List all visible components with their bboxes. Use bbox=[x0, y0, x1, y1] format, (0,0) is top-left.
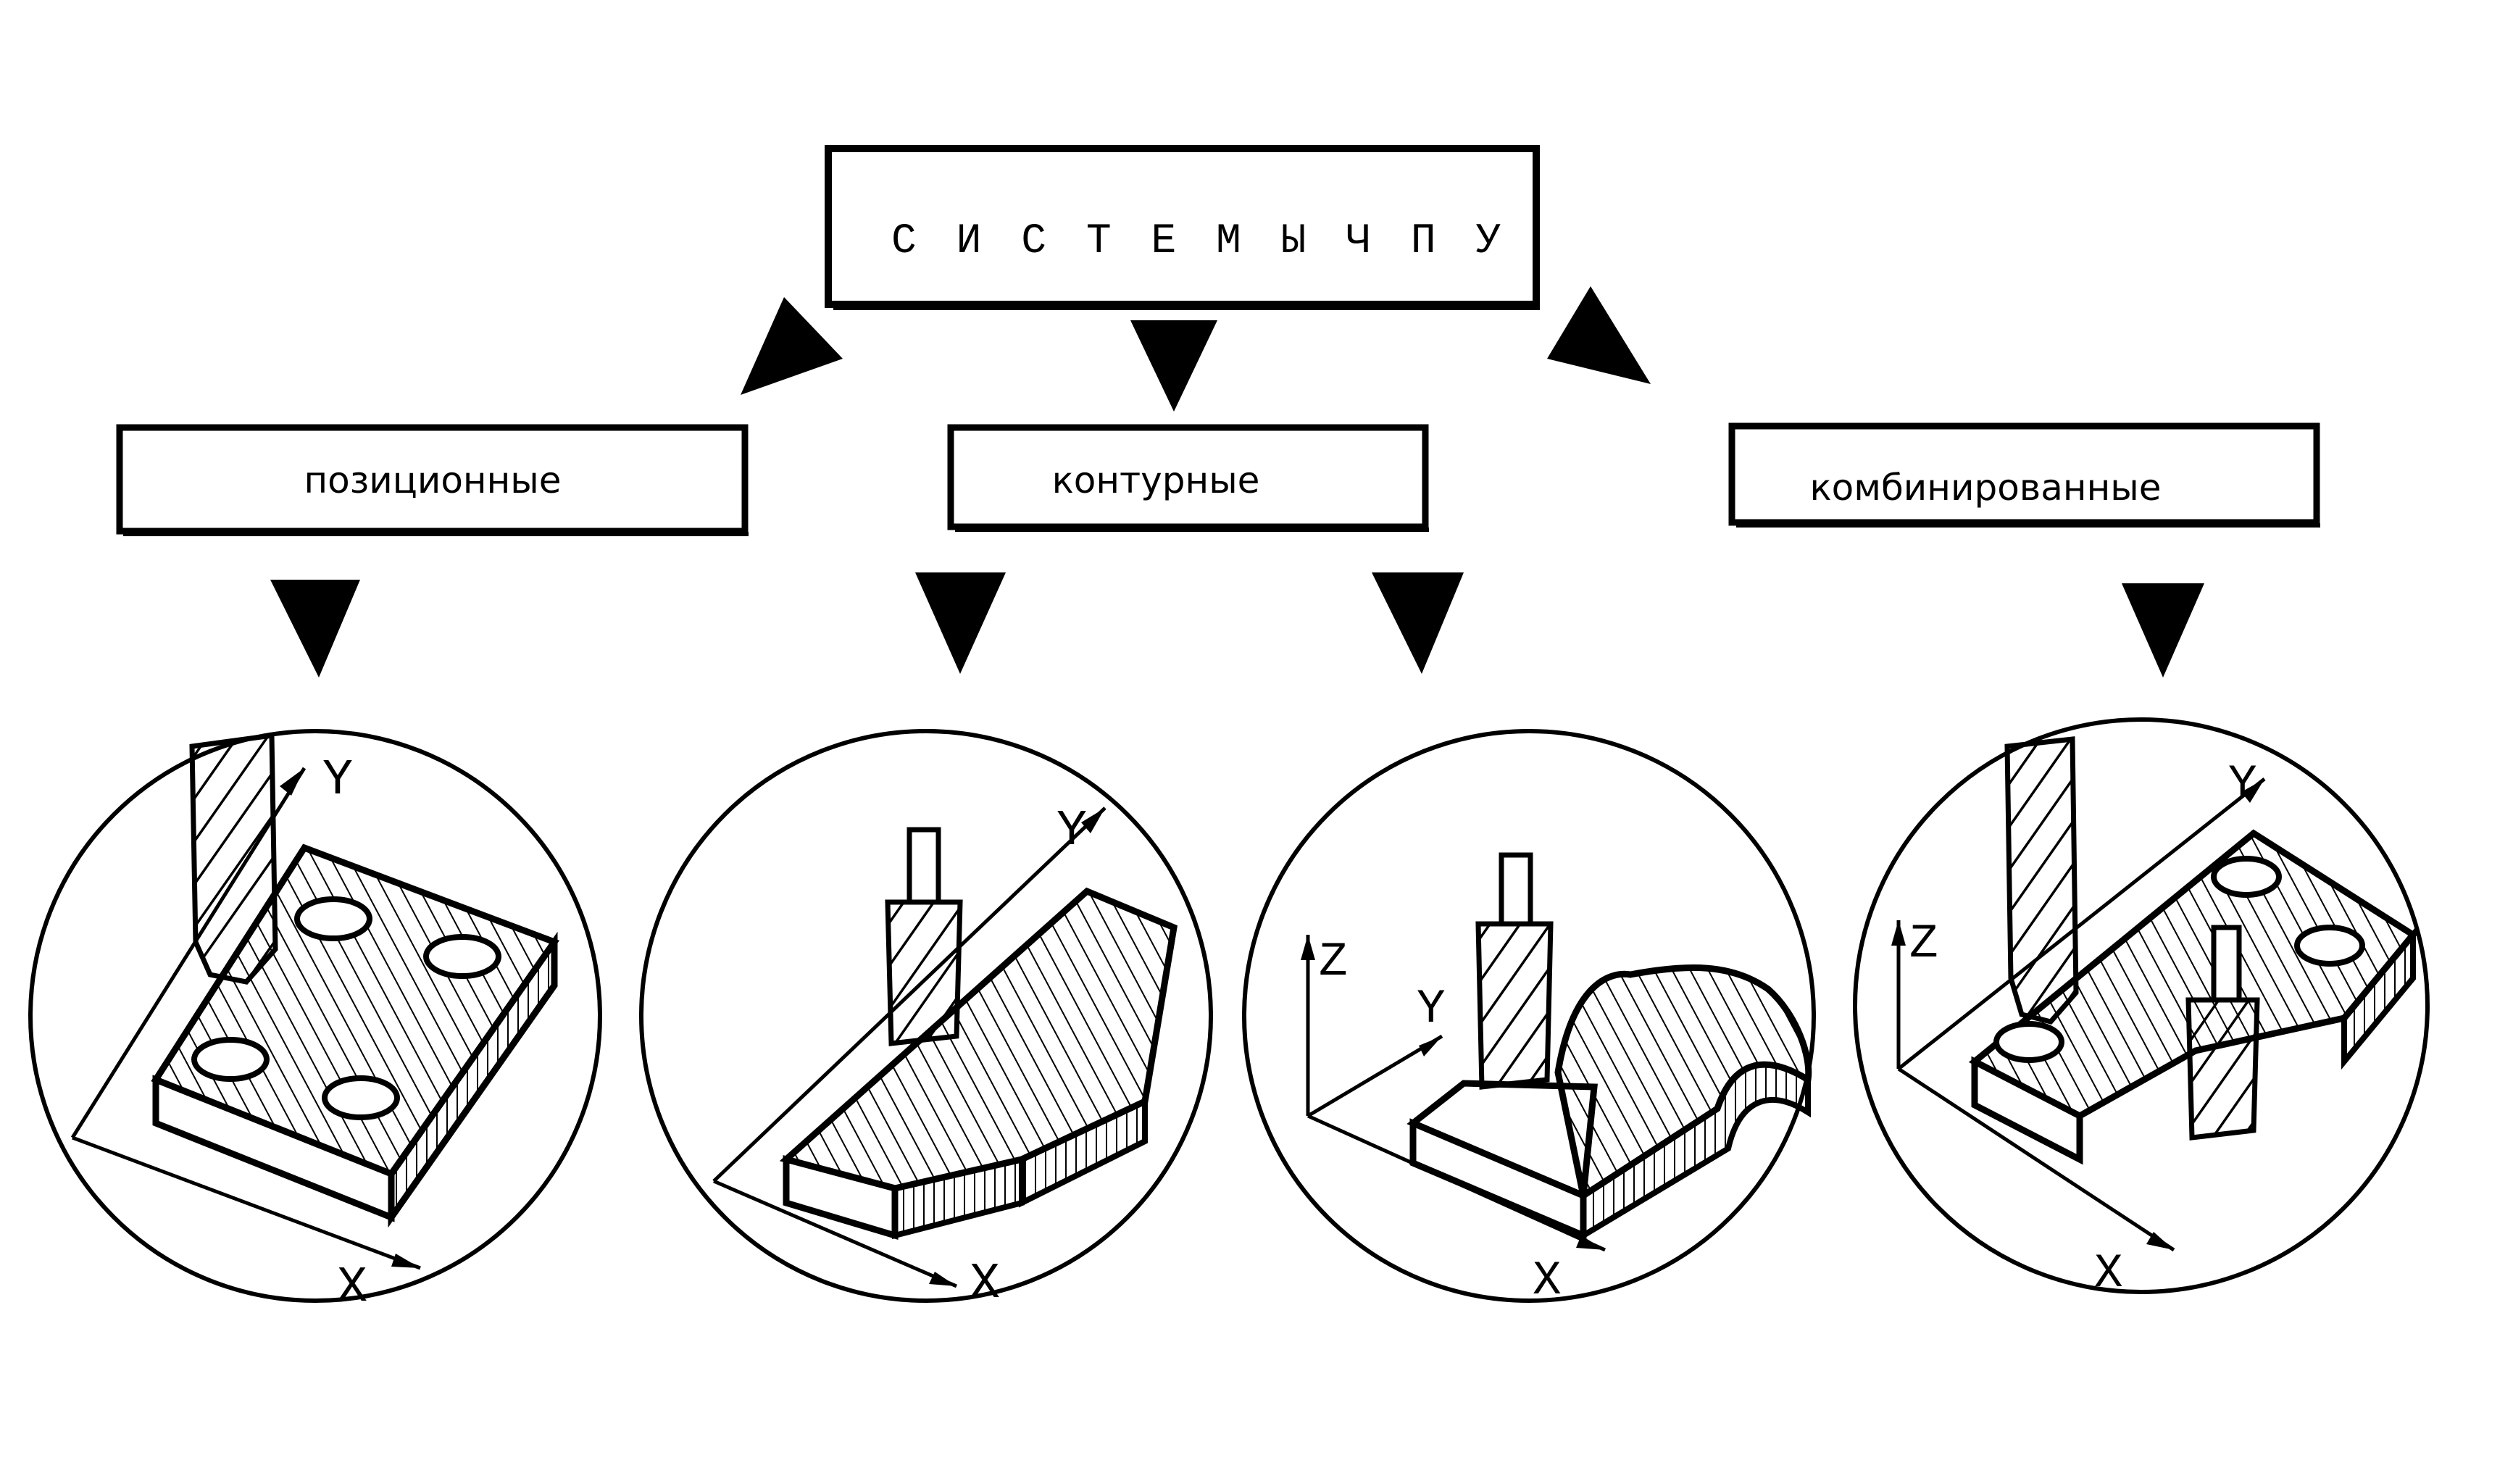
category-label-positional: позиционные bbox=[304, 459, 561, 501]
illustration-positional: Y X bbox=[28, 729, 602, 1317]
category-label-contour: контурные bbox=[1052, 459, 1260, 501]
arrow-to-illustration-1 bbox=[270, 580, 360, 678]
arrow-to-illustration-3 bbox=[1372, 572, 1464, 674]
axis-label-x: X bbox=[1533, 1254, 1562, 1308]
axis-label-y: Y bbox=[1417, 982, 1446, 1036]
arrow-right-up bbox=[1547, 286, 1651, 384]
axis-label-y: Y bbox=[1057, 803, 1087, 860]
illustration-contour: Y X bbox=[639, 729, 1213, 1313]
end-mill-icon bbox=[885, 899, 963, 1046]
axis-label-x: X bbox=[337, 1259, 367, 1317]
arrow-to-illustration-4 bbox=[2122, 583, 2204, 678]
end-mill-icon bbox=[1475, 921, 1554, 1090]
category-box-combined: комбинированные bbox=[1728, 422, 2320, 528]
arrow-center-down bbox=[1130, 320, 1217, 412]
category-box-contour: контурные bbox=[947, 424, 1429, 532]
drill-icon bbox=[189, 732, 278, 985]
axis-label-z: Z bbox=[1319, 935, 1348, 989]
axis-label-z: Z bbox=[1909, 917, 1938, 971]
root-title: С И С Т Е М Ы Ч П У bbox=[891, 218, 1508, 265]
axis-label-y: Y bbox=[322, 752, 353, 809]
arrow-to-illustration-2 bbox=[915, 572, 1006, 674]
axis-label-x: X bbox=[2094, 1246, 2123, 1301]
illustration-contour-3d: Z Y X bbox=[1242, 729, 1816, 1308]
arrow-left-up bbox=[741, 297, 843, 395]
category-label-combined: комбинированные bbox=[1809, 467, 2161, 509]
illustration-combined: Z Y X bbox=[1853, 717, 2430, 1301]
axis-label-y: Y bbox=[2228, 757, 2257, 812]
drill-icon bbox=[2004, 736, 2079, 1025]
root-box: С И С Т Е М Ы Ч П У bbox=[825, 145, 1540, 310]
end-mill-icon bbox=[2185, 997, 2260, 1141]
category-box-positional: позиционные bbox=[116, 424, 749, 536]
axis-label-x: X bbox=[970, 1256, 1000, 1313]
